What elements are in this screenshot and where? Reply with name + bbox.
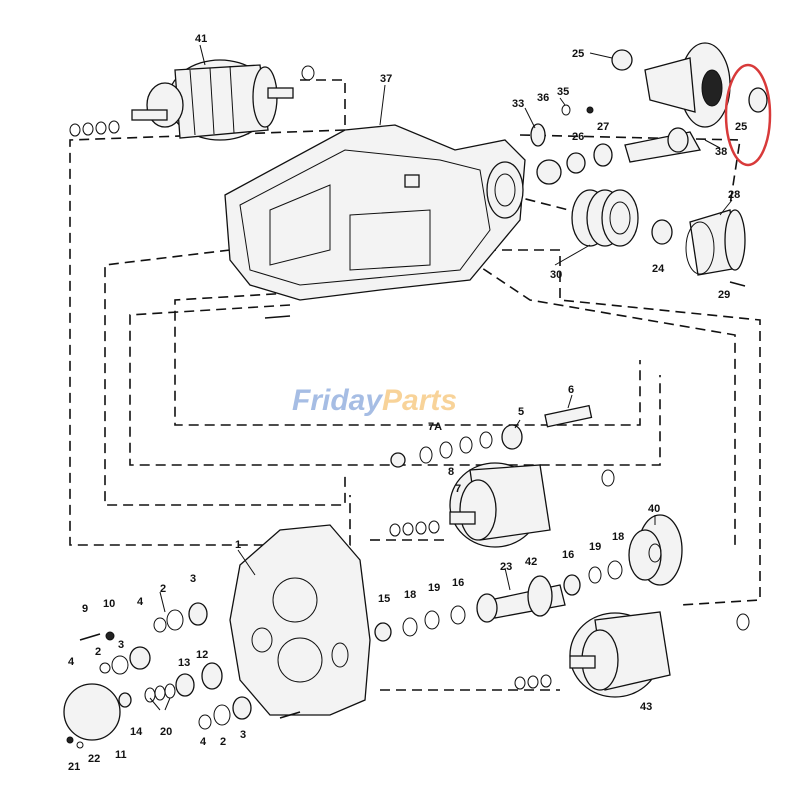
label-9: 9 (82, 603, 88, 615)
highlight-circle (724, 63, 772, 167)
middle-gear-group (389, 404, 750, 631)
middle-washers (389, 520, 440, 537)
armature-assembly (69, 59, 315, 141)
label-40: 40 (648, 503, 660, 515)
armature-washers (69, 65, 315, 137)
label-41: 41 (195, 33, 207, 45)
clutch-assembly (571, 189, 746, 287)
label-25-top: 25 (572, 48, 584, 60)
label-15: 15 (378, 593, 390, 605)
label-2-top: 2 (160, 583, 166, 595)
label-13: 13 (178, 657, 190, 669)
label-7: 7 (455, 483, 461, 495)
watermark-logo: FridayParts (292, 384, 457, 417)
label-6: 6 (568, 384, 574, 396)
label-24: 24 (652, 263, 665, 275)
label-8: 8 (448, 466, 454, 478)
transmission-case (229, 524, 371, 719)
label-18-upper: 18 (612, 531, 624, 543)
lower-shaft-group (374, 574, 581, 642)
label-23: 23 (500, 561, 512, 573)
left-small-parts (63, 602, 552, 749)
label-5: 5 (518, 406, 524, 418)
main-housing (224, 124, 526, 319)
label-18-lower: 18 (404, 589, 416, 601)
bottom-drum (569, 611, 671, 698)
label-16-upper: 16 (562, 549, 574, 561)
label-29: 29 (718, 289, 730, 301)
label-3-middle: 3 (118, 639, 124, 651)
label-33: 33 (512, 98, 524, 110)
label-12: 12 (196, 649, 208, 661)
label-30: 30 (550, 269, 562, 281)
label-4-bottom: 4 (200, 736, 207, 748)
leader-lines (149, 44, 733, 711)
part-labels: 41 37 25 33 36 35 26 27 25 38 30 28 24 2… (68, 33, 747, 773)
label-3-bottom: 3 (240, 729, 246, 741)
label-28: 28 (728, 189, 740, 201)
label-42: 42 (525, 556, 537, 568)
label-4-top: 4 (137, 596, 144, 608)
label-37: 37 (380, 73, 392, 85)
label-35: 35 (557, 86, 569, 98)
pinion-shaft-assembly (530, 42, 768, 185)
label-19-lower: 19 (428, 582, 440, 594)
label-3-top: 3 (190, 573, 196, 585)
label-19-upper: 19 (589, 541, 601, 553)
label-27: 27 (597, 121, 609, 133)
assembly-dashed-lines (69, 79, 761, 691)
label-21: 21 (68, 761, 80, 773)
label-36: 36 (537, 92, 549, 104)
watermark-suffix: Parts (382, 384, 457, 417)
label-26: 26 (572, 131, 584, 143)
label-43: 43 (640, 701, 652, 713)
label-4-middle: 4 (68, 656, 75, 668)
label-25-highlighted: 25 (735, 121, 747, 133)
label-7a: 7A (428, 421, 442, 433)
label-16-lower: 16 (452, 577, 464, 589)
label-38: 38 (715, 146, 727, 158)
label-14: 14 (130, 726, 143, 738)
label-2-bottom: 2 (220, 736, 226, 748)
label-11: 11 (115, 749, 127, 761)
label-10: 10 (103, 598, 115, 610)
label-22: 22 (88, 753, 100, 765)
label-2-middle: 2 (95, 646, 101, 658)
watermark-prefix: Friday (292, 384, 383, 417)
label-1: 1 (235, 539, 241, 551)
label-20: 20 (160, 726, 172, 738)
